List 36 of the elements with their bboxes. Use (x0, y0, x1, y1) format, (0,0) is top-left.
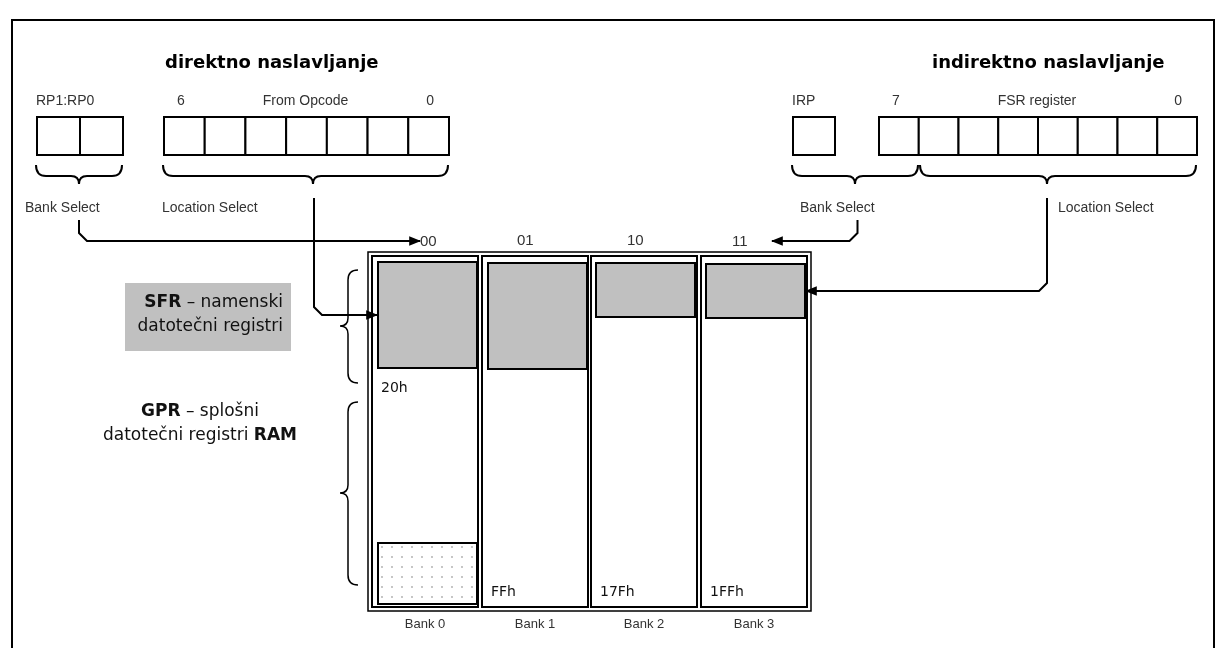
bank-name: Bank 0 (404, 616, 446, 632)
arrow (78, 219, 422, 246)
bank-number: 01 (517, 232, 534, 248)
sfr-area (487, 262, 588, 370)
select-label: Location Select (1058, 199, 1154, 215)
address-label: 1FFh (710, 583, 744, 599)
bit-number: 7 (892, 92, 900, 108)
register-name: RP1:RP0 (36, 92, 95, 108)
sfr-area (595, 262, 696, 318)
arrow (313, 197, 379, 320)
select-label: Bank Select (800, 199, 875, 215)
heading: direktno naslavljanje (165, 50, 379, 74)
bit-number: 0 (1174, 92, 1182, 108)
register-name: IRP (792, 92, 816, 108)
bank-number: 10 (627, 232, 644, 248)
register-name: From Opcode (262, 92, 349, 108)
address-label: 20h (381, 379, 408, 395)
bank-name: Bank 3 (733, 616, 775, 632)
bank-name: Bank 2 (623, 616, 665, 632)
address-label: 17Fh (600, 583, 635, 599)
sfr-label: SFR – namenski datotečni registri (125, 283, 291, 351)
gpr-label: GPR – splošni datotečni registri RAM (101, 399, 298, 446)
select-label: Bank Select (25, 199, 100, 215)
sfr-area (705, 263, 806, 319)
sfr-area (377, 261, 478, 369)
heading: indirektno naslavljanje (932, 50, 1165, 74)
bit-number: 0 (426, 92, 434, 108)
select-label: Location Select (162, 199, 258, 215)
address-label: FFh (491, 583, 516, 599)
bank-number: 00 (420, 233, 437, 249)
bit-number: 6 (177, 92, 185, 108)
bank-name: Bank 1 (514, 616, 556, 632)
arrow (770, 219, 859, 246)
register-name: FSR register (997, 92, 1077, 108)
dotted-area (377, 542, 478, 605)
bank-number: 11 (732, 233, 748, 249)
